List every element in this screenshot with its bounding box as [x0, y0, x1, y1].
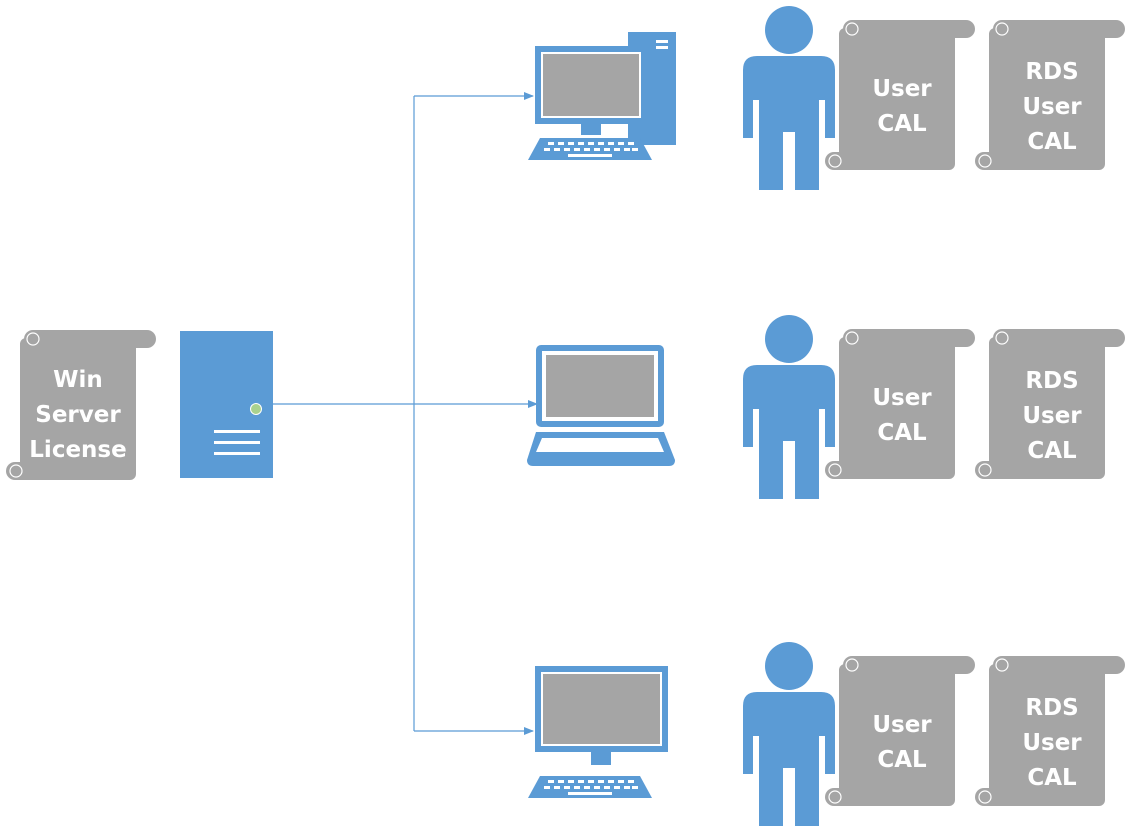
connector-lines: [273, 92, 538, 735]
user-icon-3: [743, 642, 835, 826]
rds-cal-2-line-2: User: [1022, 403, 1082, 429]
rds-cal-1-line-3: CAL: [1027, 129, 1077, 155]
user-cal-scroll-3: User CAL: [824, 655, 976, 807]
server-license-scroll: Win Server License: [5, 329, 157, 481]
user-cal-2-line-1: User: [872, 385, 932, 411]
user-cal-1-line-1: User: [872, 76, 932, 102]
rds-cal-3-line-3: CAL: [1027, 765, 1077, 791]
rds-cal-3-line-1: RDS: [1025, 695, 1078, 721]
server-license-line-2: Server: [35, 402, 121, 428]
server-icon: [180, 331, 273, 478]
rds-cal-scroll-2: RDS User CAL: [974, 328, 1126, 480]
user-icon-2: [743, 315, 835, 499]
user-cal-3-line-1: User: [872, 712, 932, 738]
server-license-line-1: Win: [53, 367, 103, 393]
rds-cal-3-line-2: User: [1022, 730, 1082, 756]
server-license-line-3: License: [29, 437, 126, 463]
rds-cal-2-line-3: CAL: [1027, 438, 1077, 464]
rds-cal-2-line-1: RDS: [1025, 368, 1078, 394]
rds-cal-1-line-1: RDS: [1025, 59, 1078, 85]
rds-cal-1-line-2: User: [1022, 94, 1082, 120]
user-cal-scroll-1: User CAL: [824, 19, 976, 171]
desktop-computer-icon: [528, 32, 676, 160]
rds-cal-scroll-1: RDS User CAL: [974, 19, 1126, 171]
user-icon-1: [743, 6, 835, 190]
user-cal-3-line-2: CAL: [877, 747, 927, 773]
server-status-light: [250, 403, 262, 415]
user-cal-1-line-2: CAL: [877, 111, 927, 137]
laptop-computer-icon: [527, 345, 675, 466]
monitor-computer-icon: [528, 666, 668, 798]
rds-cal-scroll-3: RDS User CAL: [974, 655, 1126, 807]
user-cal-2-line-2: CAL: [877, 420, 927, 446]
user-cal-scroll-2: User CAL: [824, 328, 976, 480]
